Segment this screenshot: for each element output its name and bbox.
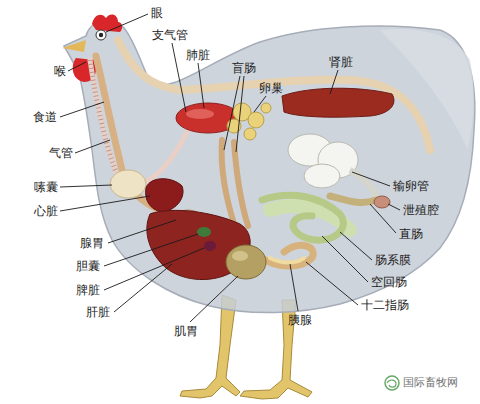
part-label: 肝脏 bbox=[86, 305, 110, 319]
part-label: 肺脏 bbox=[186, 48, 210, 62]
gizzard-sheen bbox=[232, 251, 248, 261]
part-label: 直肠 bbox=[399, 227, 423, 241]
rectum bbox=[330, 196, 376, 203]
ovary-follicle bbox=[248, 112, 264, 128]
jejunum-ileum bbox=[262, 195, 343, 240]
watermark-swirl bbox=[387, 380, 396, 387]
trachea bbox=[90, 60, 188, 184]
ovary bbox=[227, 103, 271, 140]
leader-line bbox=[75, 140, 110, 153]
watermark: 国际畜牧网 bbox=[403, 376, 458, 390]
spleen bbox=[204, 241, 216, 251]
ovary-follicle bbox=[261, 103, 271, 113]
leader-line bbox=[322, 236, 368, 282]
leader-line bbox=[330, 70, 338, 94]
ovary-follicle bbox=[244, 128, 256, 140]
watermark-circle bbox=[385, 376, 399, 390]
intestines bbox=[258, 195, 376, 266]
part-label: 腺胃 bbox=[80, 236, 104, 250]
crop bbox=[110, 170, 146, 198]
leader-line bbox=[172, 43, 186, 112]
leader-line bbox=[236, 76, 244, 152]
part-label: 喉 bbox=[54, 64, 66, 78]
leader-line bbox=[370, 204, 396, 233]
leader-line bbox=[68, 62, 86, 71]
leader-line bbox=[108, 220, 176, 243]
leader-line bbox=[104, 234, 198, 266]
part-label: 支气管 bbox=[152, 28, 188, 42]
part-label: 气管 bbox=[49, 146, 73, 160]
pupil bbox=[99, 33, 103, 37]
leader-line bbox=[60, 185, 112, 187]
trachea-rings bbox=[90, 60, 116, 172]
part-label: 食道 bbox=[33, 110, 57, 124]
part-label: 十二指肠 bbox=[361, 298, 409, 312]
part-label: 眼 bbox=[151, 6, 163, 20]
part-label: 胰腺 bbox=[288, 313, 312, 327]
lung-highlight bbox=[186, 109, 214, 119]
watermark-icon bbox=[385, 376, 399, 390]
part-label: 盲肠 bbox=[232, 61, 256, 75]
leader-line bbox=[198, 63, 204, 108]
beak bbox=[62, 40, 86, 52]
leader-line bbox=[352, 172, 390, 186]
comb bbox=[92, 15, 122, 32]
leader-line bbox=[190, 276, 238, 322]
leader-line bbox=[254, 96, 266, 112]
heart bbox=[146, 179, 183, 212]
leader-line bbox=[104, 248, 204, 290]
part-label: 泄殖腔 bbox=[403, 203, 439, 217]
lung bbox=[176, 103, 240, 133]
part-label: 嗉囊 bbox=[34, 180, 58, 194]
part-label: 肾脏 bbox=[329, 55, 353, 69]
oviduct bbox=[288, 134, 380, 200]
part-label: 肌胃 bbox=[174, 324, 198, 338]
leader-line bbox=[60, 102, 104, 117]
leader-line bbox=[340, 232, 372, 260]
leader-line bbox=[306, 262, 358, 305]
oviduct-coil bbox=[304, 164, 340, 188]
oviduct-tube bbox=[350, 170, 380, 200]
gizzard bbox=[226, 245, 266, 279]
leader-line bbox=[60, 196, 150, 211]
part-label: 脾脏 bbox=[76, 283, 100, 297]
part-label: 输卵管 bbox=[393, 179, 429, 193]
leader-line bbox=[114, 264, 172, 312]
leader-line bbox=[290, 264, 298, 311]
part-label: 卵巢 bbox=[259, 81, 283, 95]
part-label: 心脏 bbox=[34, 204, 58, 218]
leader-line bbox=[106, 14, 148, 32]
chicken-body bbox=[64, 20, 475, 312]
eye bbox=[96, 30, 106, 40]
leader-line bbox=[388, 204, 400, 210]
part-label: 肠系膜 bbox=[375, 253, 411, 267]
spine bbox=[118, 40, 430, 150]
part-label: 胆囊 bbox=[76, 259, 100, 273]
pancreas bbox=[270, 258, 304, 263]
part-label: 空回肠 bbox=[371, 275, 407, 289]
right-leg bbox=[240, 300, 312, 399]
kidney bbox=[282, 88, 394, 117]
caecum bbox=[234, 142, 248, 226]
leader-lines bbox=[60, 14, 400, 322]
gallbladder bbox=[197, 227, 211, 237]
cloaca bbox=[374, 196, 390, 208]
